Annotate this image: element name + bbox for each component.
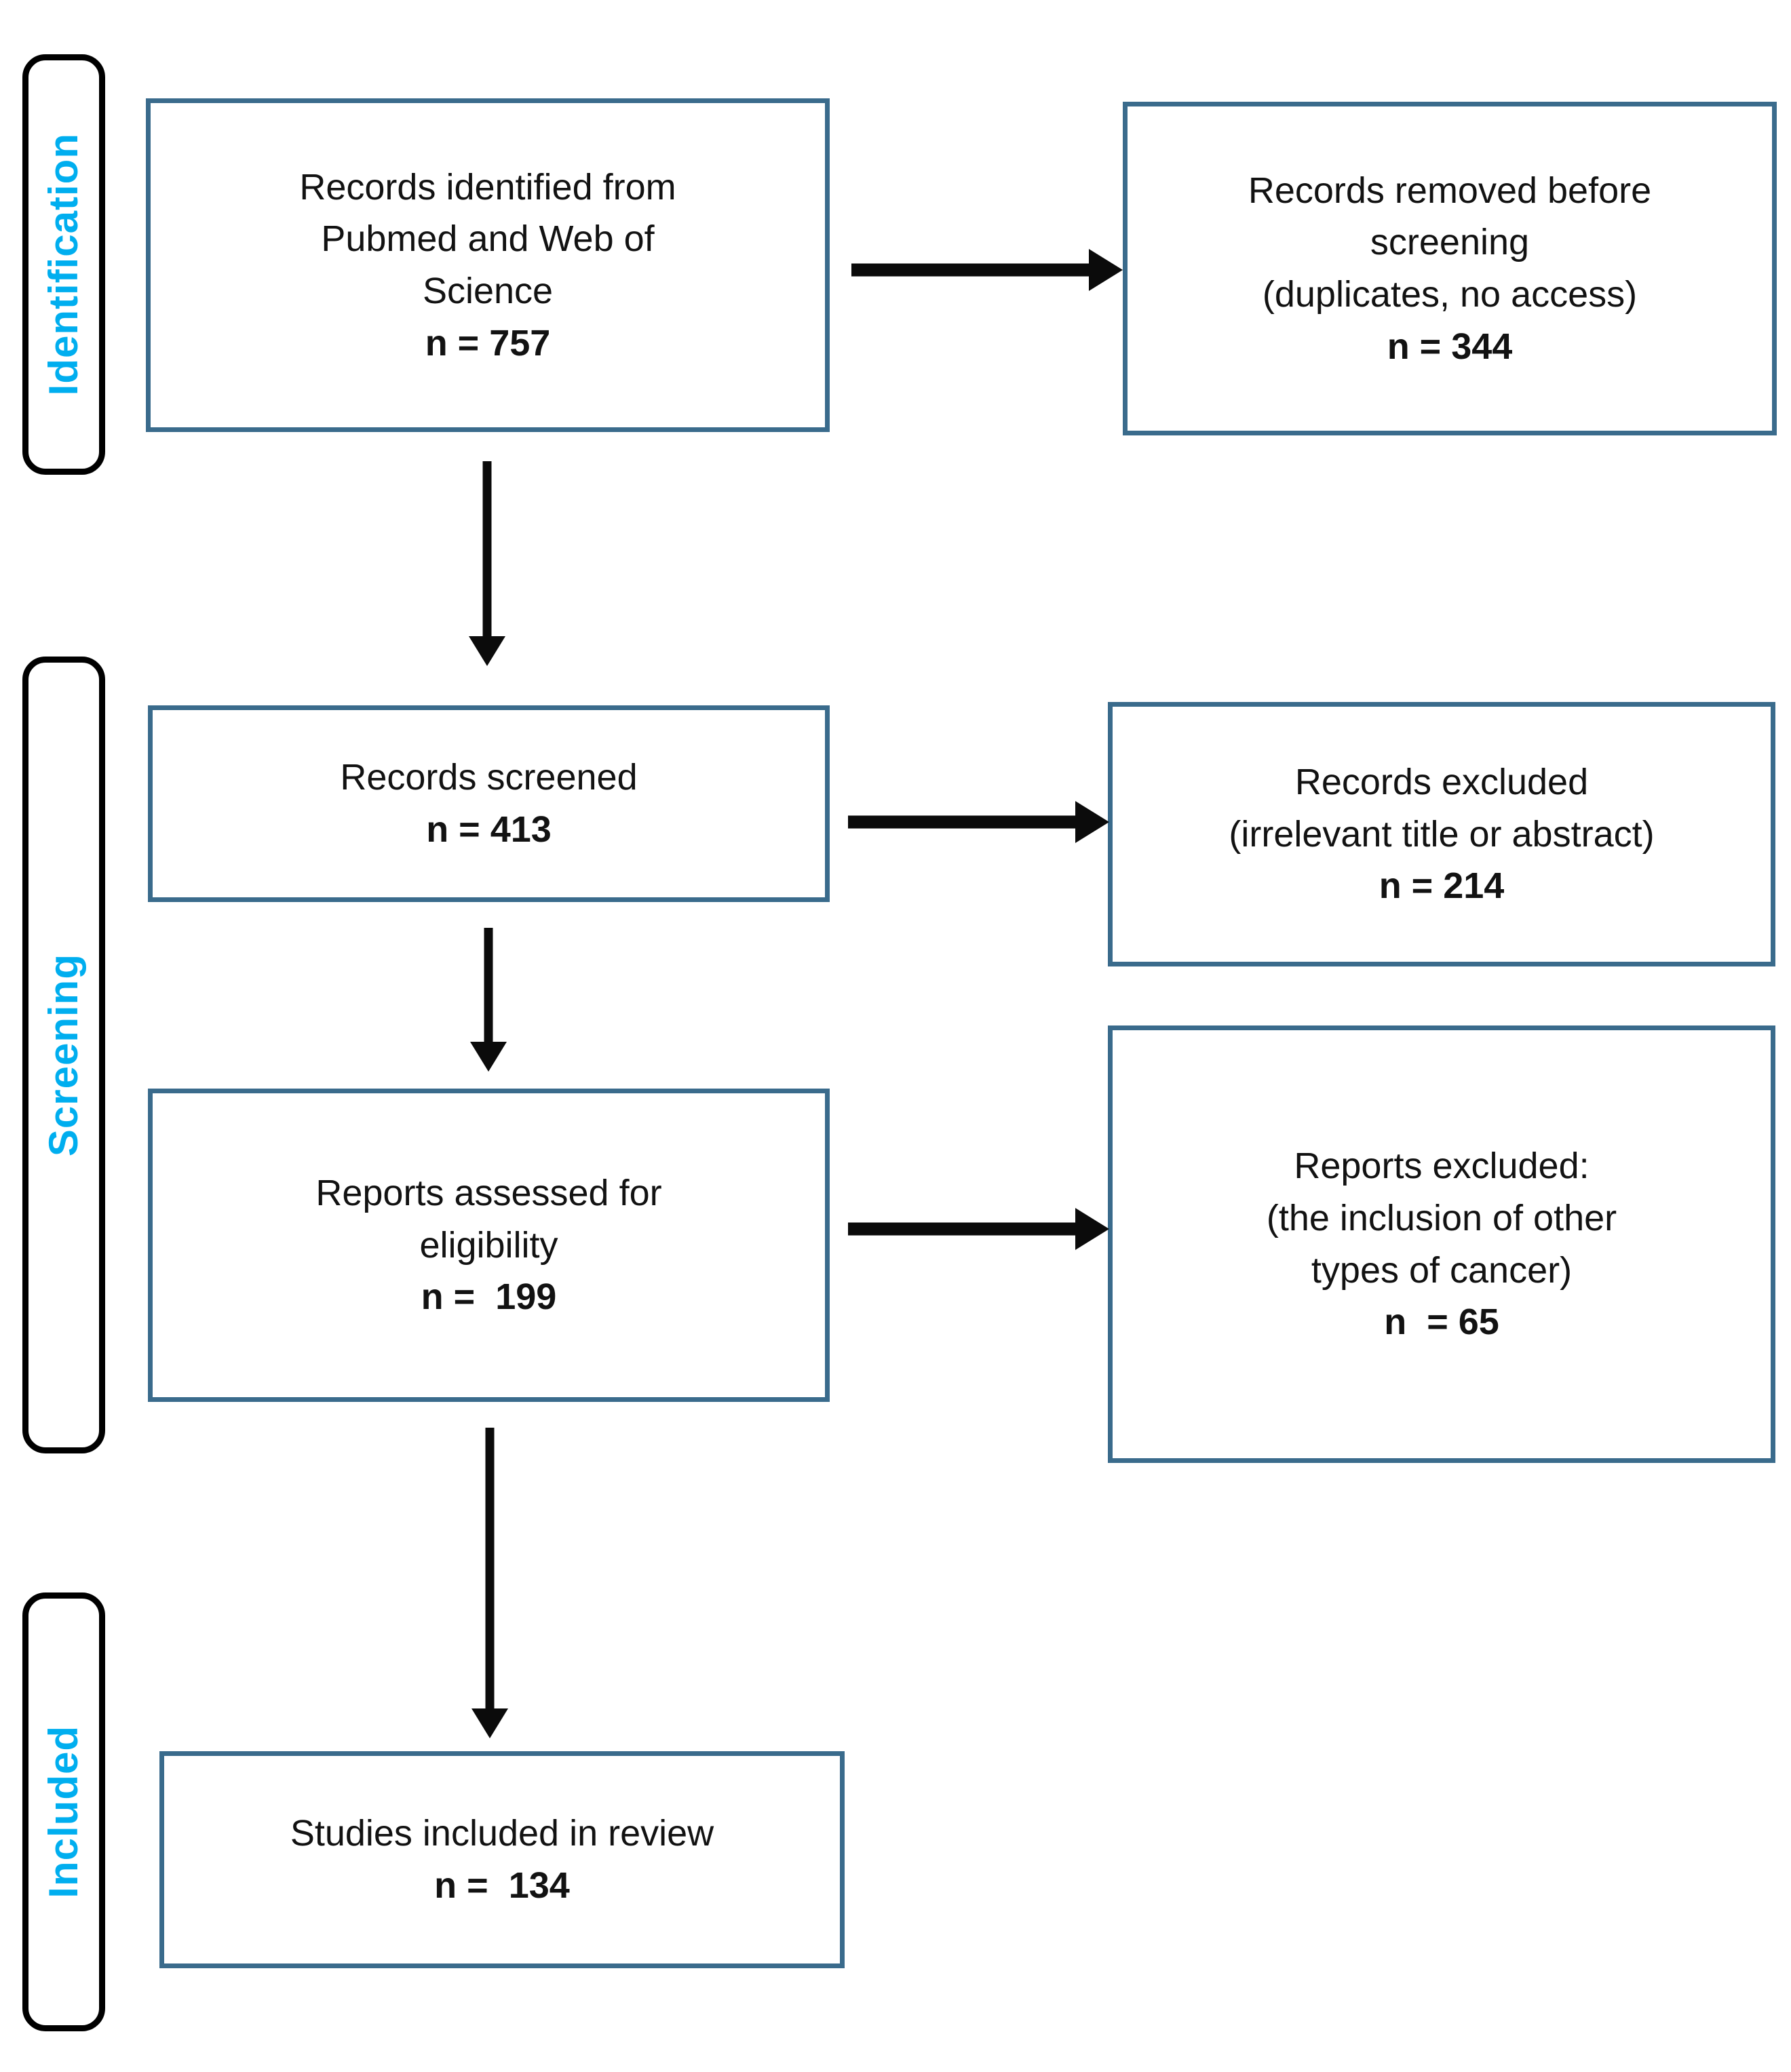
box-count: n = 413 (426, 809, 552, 850)
stage-band-included: Included (22, 1592, 105, 2031)
box-line: (irrelevant title or abstract) (1229, 813, 1655, 855)
box-line: types of cancer) (1311, 1249, 1573, 1291)
box-line: Reports assessed for (315, 1172, 662, 1213)
arrow-head (1075, 801, 1109, 843)
box-line: eligibility (419, 1224, 558, 1266)
box-line: Science (422, 271, 554, 311)
stage-label-identification: Identification (41, 133, 86, 396)
arrow-head (471, 1708, 508, 1738)
arrow-head (1075, 1208, 1109, 1250)
arrow-shaft (848, 815, 1079, 829)
box-count: n = 199 (421, 1276, 557, 1318)
arrow-shaft (485, 1428, 495, 1711)
box-line: Records screened (340, 757, 638, 798)
box-line: (duplicates, no access) (1262, 274, 1638, 315)
box-studies-included: Studies included in review n = 134 (159, 1751, 845, 1968)
stage-label-included: Included (41, 1725, 86, 1898)
box-records-identified: Records identified from Pubmed and Web o… (146, 98, 830, 432)
arrow-shaft (482, 461, 492, 639)
arrow-shaft (484, 928, 493, 1044)
box-reports-assessed: Reports assessed for eligibility n = 199 (148, 1089, 830, 1402)
box-records-removed: Records removed before screening (duplic… (1123, 102, 1777, 435)
box-count: n = 214 (1379, 865, 1505, 907)
arrow-head (470, 1042, 507, 1072)
arrow-shaft (848, 1222, 1079, 1236)
box-reports-excluded: Reports excluded: (the inclusion of othe… (1108, 1025, 1775, 1463)
box-line: screening (1370, 222, 1530, 263)
box-line: (the inclusion of other (1266, 1197, 1617, 1238)
box-count: n = 757 (425, 322, 551, 364)
box-line: Records identified from (299, 166, 676, 208)
arrow-shaft (851, 263, 1092, 277)
stage-band-identification: Identification (22, 54, 105, 475)
box-line: Pubmed and Web of (321, 218, 655, 260)
arrow-head (1089, 249, 1123, 291)
box-records-screened: Records screened n = 413 (148, 705, 830, 902)
box-count: n = 344 (1387, 326, 1513, 367)
box-line: Reports excluded: (1294, 1146, 1590, 1187)
box-line: Records removed before (1248, 170, 1652, 211)
box-count: n = 65 (1384, 1302, 1499, 1343)
box-line: Studies included in review (290, 1813, 714, 1854)
box-records-excluded: Records excluded (irrelevant title or ab… (1108, 702, 1775, 966)
box-count: n = 134 (434, 1865, 570, 1906)
stage-label-screening: Screening (41, 953, 86, 1157)
box-line: Records excluded (1294, 761, 1589, 802)
stage-band-screening: Screening (22, 657, 105, 1453)
arrow-head (469, 636, 505, 666)
